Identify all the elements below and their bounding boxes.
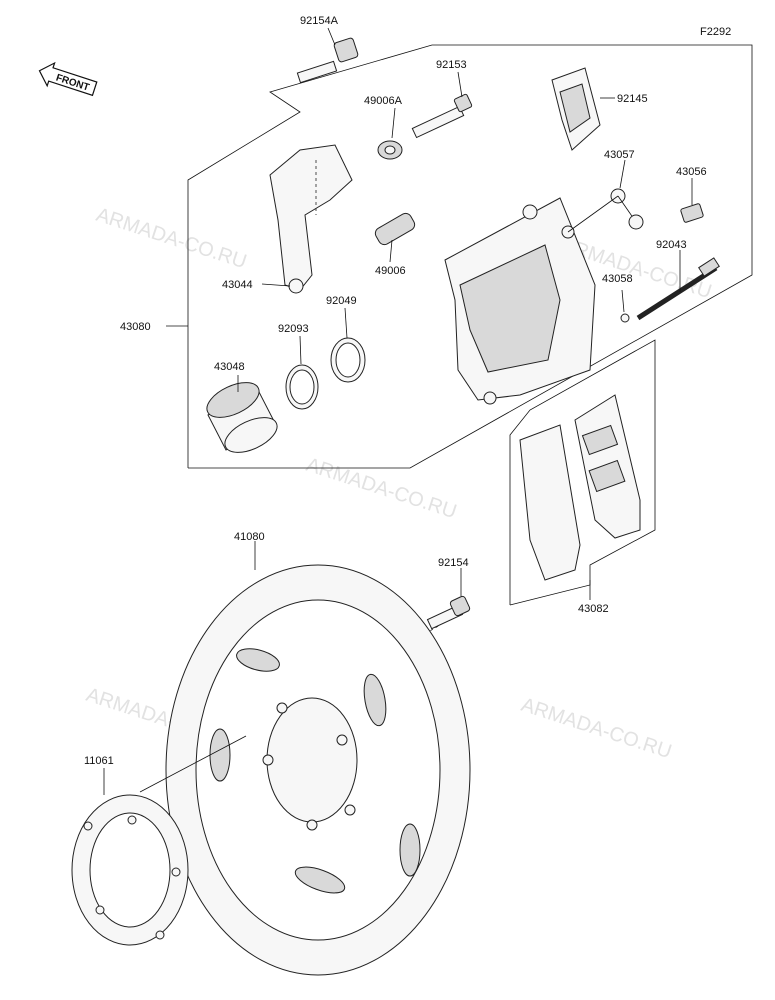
bolt-92154 [426,595,471,630]
brake-disc-41080 [165,564,471,976]
watermark: ARMADA-CO.RU [518,694,674,763]
label-43056: 43056 [676,166,707,178]
label-41080: 41080 [234,531,265,543]
pin-92153 [411,93,473,139]
label-92145: 92145 [617,93,648,105]
label-92049: 92049 [326,295,357,307]
label-49006A: 49006A [364,95,403,107]
label-92154A: 92154A [300,15,339,27]
bracket-43044 [269,144,353,294]
pin-92043 [636,257,720,321]
label-43044: 43044 [222,279,253,291]
ring-43058 [620,313,630,323]
label-11061: 11061 [84,755,114,767]
brake-pad-left [519,424,581,581]
seal-92093 [285,364,319,410]
shim-11061 [71,794,189,946]
label-43057: 43057 [604,149,635,161]
bleed-valve-43056 [680,203,704,223]
seal-92049 [330,337,366,383]
boot-49006A [377,140,403,160]
watermark: ARMADA-CO.RU [303,454,459,523]
label-43048: 43048 [214,361,245,373]
piston-43048 [206,382,278,453]
boot-49006 [374,212,416,246]
label-92043: 92043 [656,239,687,251]
diagram-code: F2292 [700,26,731,38]
spring-plate-92145 [551,67,601,151]
label-92093: 92093 [278,323,309,335]
brake-pad-right [574,394,641,539]
cap-43057 [610,188,644,230]
assembly-outline [187,44,753,469]
label-92154: 92154 [438,557,469,569]
bolt-92154A [296,37,359,84]
label-49006: 49006 [375,265,406,277]
caliper-body [444,195,619,405]
label-43082: 43082 [578,603,609,615]
front-arrow-icon: FRONT [38,61,98,97]
watermark: ARMADA-CO.RU [93,204,249,273]
label-43080: 43080 [120,321,151,333]
label-92153: 92153 [436,59,467,71]
label-43058: 43058 [602,273,633,285]
